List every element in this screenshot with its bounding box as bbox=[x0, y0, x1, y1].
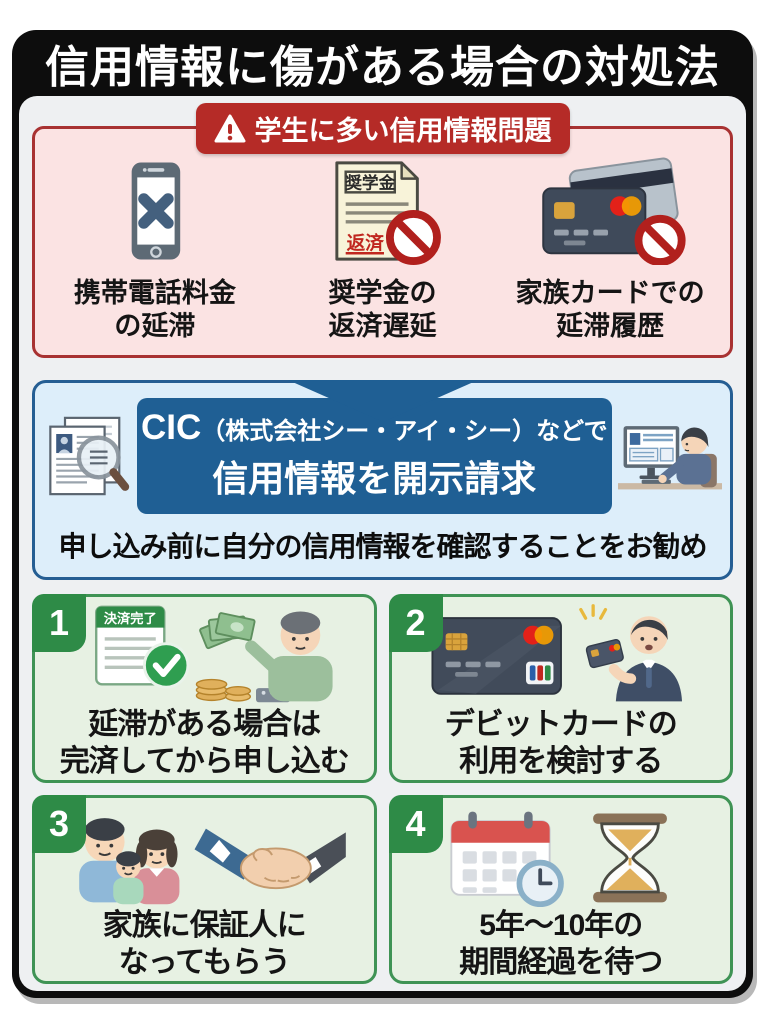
debit-card-icon bbox=[392, 597, 731, 705]
credit-disclosure-section: CIC（株式会社シー・アイ・シー）などで 信用情報を開示請求 bbox=[32, 379, 733, 580]
svg-text:決済完了: 決済完了 bbox=[104, 610, 157, 626]
number-badge: 1 bbox=[32, 593, 86, 652]
person-at-computer-icon bbox=[617, 425, 722, 490]
solution-label: 5年〜10年の 期間経過を待つ bbox=[459, 908, 663, 979]
credit-cards-prohibited-icon bbox=[530, 155, 690, 267]
problem-label: 奨学金の 返済遅延 bbox=[328, 278, 437, 341]
cic-request-box: CIC（株式会社シー・アイ・シー）などで 信用情報を開示請求 bbox=[137, 397, 612, 514]
solution-card-3: 3 bbox=[32, 794, 377, 984]
family-handshake-icon bbox=[35, 798, 374, 906]
page-title: 信用情報に傷がある場合の対処法 bbox=[45, 43, 720, 92]
scholarship-document-icon: 奨学金 返済 bbox=[322, 155, 444, 267]
student-problems-section: 学生に多い信用情報問題 携帯 bbox=[32, 103, 733, 358]
solution-label: デビットカードの 利用を検討する bbox=[444, 707, 678, 778]
problem-label: 携帯電話料金 の延滞 bbox=[73, 278, 236, 341]
cic-line1: CIC（株式会社シー・アイ・シー）などで bbox=[141, 407, 608, 447]
alert-badge: 学生に多い信用情報問題 bbox=[195, 103, 570, 154]
alert-badge-label: 学生に多い信用情報問題 bbox=[254, 116, 552, 146]
infographic-frame: 信用情報に傷がある場合の対処法 学生に多い信用情報問題 bbox=[12, 30, 753, 998]
number-badge: 3 bbox=[32, 794, 86, 853]
calendar-hourglass-icon bbox=[392, 798, 731, 907]
title-bar: 信用情報に傷がある場合の対処法 bbox=[12, 30, 753, 96]
warning-icon bbox=[214, 114, 245, 142]
disclosure-row: CIC（株式会社シー・アイ・シー）などで 信用情報を開示請求 bbox=[43, 397, 722, 515]
problem-label: 家族カードでの 延滞履歴 bbox=[515, 278, 705, 341]
number-badge: 4 bbox=[388, 794, 443, 853]
problem-family-card: 家族カードでの 延滞履歴 bbox=[496, 155, 724, 343]
phone-x-icon bbox=[113, 155, 197, 267]
problem-row: 携帯電話料金 の延滞 奨学金 返済 bbox=[41, 155, 724, 343]
svg-text:奨学金: 奨学金 bbox=[344, 172, 395, 192]
content-area: 学生に多い信用情報問題 携帯 bbox=[19, 96, 746, 991]
number-badge: 2 bbox=[388, 593, 443, 652]
solution-label: 延滞がある場合は 完済してから申し込む bbox=[59, 707, 350, 778]
disclosure-note: 申し込み前に自分の信用情報を確認することをお勧め bbox=[58, 530, 707, 562]
solution-card-2: 2 bbox=[388, 593, 733, 783]
problem-phone: 携帯電話料金 の延滞 bbox=[41, 155, 269, 343]
paid-receipt-and-cash-icon: 決済完了 bbox=[35, 597, 374, 705]
document-magnifier-icon bbox=[49, 416, 130, 496]
cic-org: CIC bbox=[141, 407, 202, 447]
solution-card-4: 4 bbox=[388, 794, 733, 984]
down-arrow-icon bbox=[287, 379, 478, 422]
problem-scholarship: 奨学金 返済 奨学金の 返済遅延 bbox=[269, 155, 497, 343]
svg-text:返済: 返済 bbox=[346, 232, 384, 253]
cic-action: 信用情報を開示請求 bbox=[212, 457, 537, 499]
solution-label: 家族に保証人に なってもらう bbox=[102, 908, 307, 979]
solution-card-1: 1 決済完了 bbox=[32, 593, 377, 783]
solutions-grid: 1 決済完了 bbox=[32, 593, 733, 984]
